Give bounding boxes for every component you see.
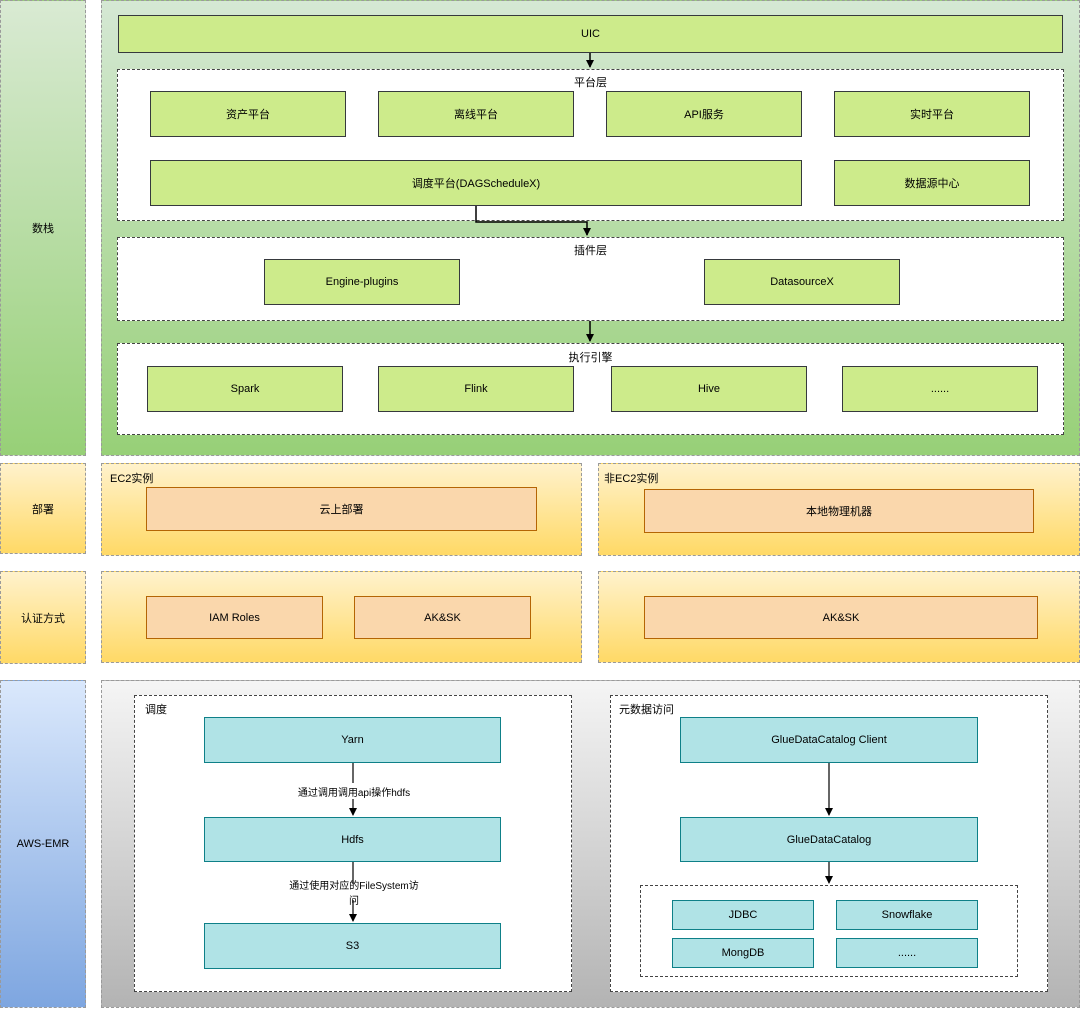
- glue-client-box: GlueDataCatalog Client: [680, 717, 978, 763]
- plugin-item-engine: Engine-plugins: [264, 259, 460, 305]
- deploy-nonec2-title: 非EC2实例: [604, 473, 659, 485]
- side-label-shuzhan: 数栈: [0, 0, 86, 456]
- side-label-bushu: 部署: [0, 463, 86, 554]
- plugin-item-datasourcex: DatasourceX: [704, 259, 900, 305]
- engine-item-more-label: ......: [930, 383, 950, 395]
- engine-item-spark-label: Spark: [230, 383, 260, 395]
- datasource-center-box: 数据源中心: [834, 160, 1030, 206]
- platform-item-asset: 资产平台: [150, 91, 346, 137]
- edge-label-hdfs-s3-text: 通过使用对应的FileSystem访问: [289, 881, 419, 907]
- side-label-aws-text: AWS-EMR: [16, 838, 70, 850]
- side-label-shuzhan-text: 数栈: [32, 223, 54, 235]
- auth-aksk-ec2: AK&SK: [354, 596, 531, 639]
- engine-item-hive: Hive: [611, 366, 807, 412]
- yarn-box: Yarn: [204, 717, 501, 763]
- auth-aksk-nonec2-label: AK&SK: [822, 611, 860, 624]
- auth-iam-roles-label: IAM Roles: [209, 611, 260, 624]
- glue-catalog-label: GlueDataCatalog: [786, 833, 872, 846]
- deploy-ec2-item: 云上部署: [146, 487, 537, 531]
- platform-item-api-label: API服务: [684, 109, 724, 121]
- deploy-ec2-item-label: 云上部署: [319, 504, 364, 516]
- scheduler-label: 调度平台(DAGScheduleX): [411, 178, 541, 190]
- side-label-bushu-text: 部署: [32, 503, 54, 516]
- yarn-label: Yarn: [341, 734, 364, 746]
- s3-box: S3: [204, 923, 501, 969]
- glue-catalog-box: GlueDataCatalog: [680, 817, 978, 862]
- auth-iam-roles: IAM Roles: [146, 596, 323, 639]
- platform-item-offline-label: 离线平台: [454, 109, 498, 121]
- platform-item-realtime-label: 实时平台: [910, 109, 954, 121]
- auth-aksk-nonec2: AK&SK: [644, 596, 1038, 639]
- platform-layer-title: 平台层: [574, 77, 607, 89]
- scheduler-box: 调度平台(DAGScheduleX): [150, 160, 802, 206]
- plugin-item-datasourcex-label: DatasourceX: [770, 276, 834, 288]
- engine-item-spark: Spark: [147, 366, 343, 412]
- emr-schedule-title: 调度: [145, 704, 167, 716]
- platform-item-api: API服务: [606, 91, 802, 137]
- edge-label-yarn-hdfs-text: 通过调用调用api操作hdfs: [297, 787, 411, 799]
- engine-item-hive-label: Hive: [697, 383, 720, 395]
- hdfs-label: Hdfs: [341, 833, 364, 846]
- side-label-aws: AWS-EMR: [0, 680, 86, 1008]
- engine-item-more: ......: [842, 366, 1038, 412]
- source-snowflake: Snowflake: [836, 900, 978, 930]
- platform-item-realtime: 实时平台: [834, 91, 1030, 137]
- source-more-label: ......: [897, 947, 917, 959]
- platform-item-asset-label: 资产平台: [226, 109, 270, 121]
- source-snowflake-label: Snowflake: [881, 909, 933, 921]
- engine-item-flink-label: Flink: [464, 383, 488, 395]
- source-jdbc-label: JDBC: [728, 909, 758, 921]
- side-label-renzheng-text: 认证方式: [21, 612, 65, 625]
- auth-aksk-ec2-label: AK&SK: [424, 611, 461, 624]
- edge-label-yarn-hdfs: 通过调用调用api操作hdfs: [292, 783, 416, 799]
- uic-label: UIC: [581, 28, 600, 40]
- deploy-nonec2-item: 本地物理机器: [644, 489, 1034, 533]
- engine-item-flink: Flink: [378, 366, 574, 412]
- edge-label-hdfs-s3: 通过使用对应的FileSystem访问: [286, 881, 422, 907]
- source-mongdb: MongDB: [672, 938, 814, 968]
- s3-label: S3: [345, 940, 360, 952]
- uic-box: UIC: [118, 15, 1063, 53]
- glue-client-label: GlueDataCatalog Client: [771, 734, 887, 746]
- side-label-renzheng: 认证方式: [0, 571, 86, 664]
- source-mongdb-label: MongDB: [721, 947, 765, 959]
- deploy-nonec2-item-label: 本地物理机器: [806, 506, 872, 518]
- deploy-ec2-title: EC2实例: [110, 473, 154, 485]
- engine-layer-title: 执行引擎: [568, 352, 613, 364]
- hdfs-box: Hdfs: [204, 817, 501, 862]
- emr-metadata-title: 元数据访问: [619, 704, 674, 716]
- platform-item-offline: 离线平台: [378, 91, 574, 137]
- arrow-scheduler-to-plugin: [475, 206, 591, 236]
- source-jdbc: JDBC: [672, 900, 814, 930]
- plugin-item-engine-label: Engine-plugins: [325, 276, 399, 288]
- source-more: ......: [836, 938, 978, 968]
- plugin-layer-title: 插件层: [574, 245, 607, 257]
- datasource-center-label: 数据源中心: [904, 178, 960, 190]
